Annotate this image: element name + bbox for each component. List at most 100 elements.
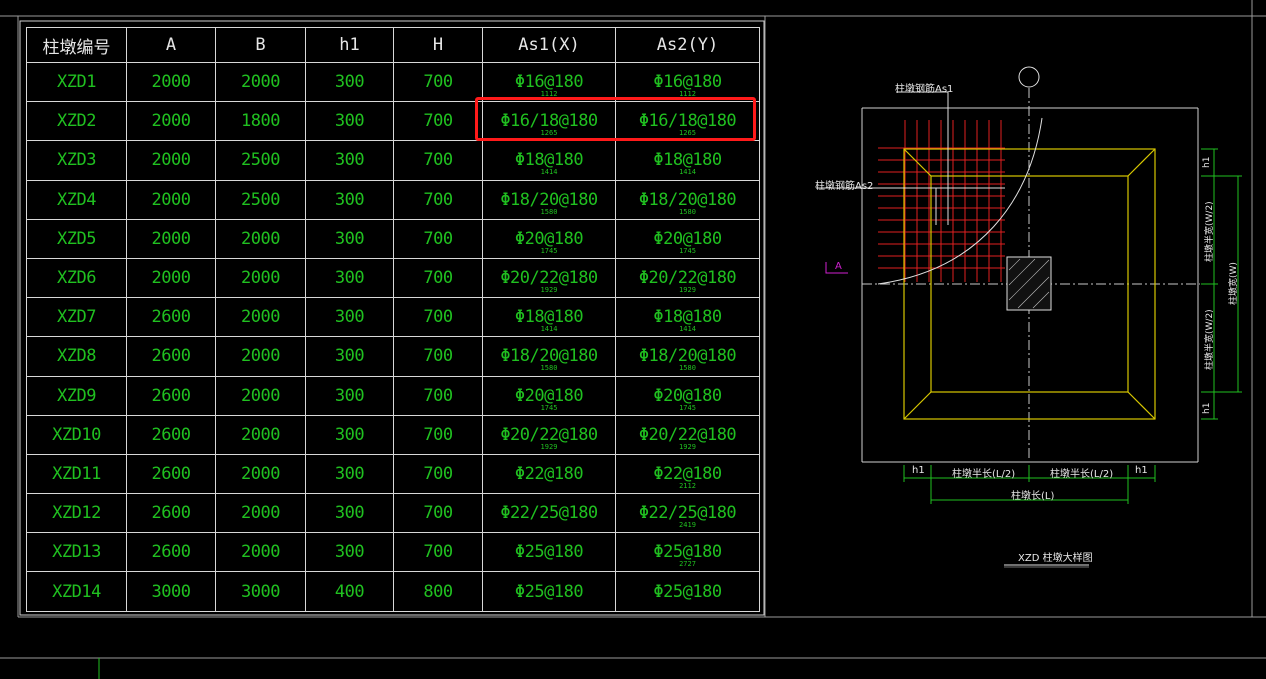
rebar-area-subscript: 1745 (540, 403, 558, 412)
cell-h1: 300 (305, 140, 394, 181)
cell-as1: Φ25@180 (482, 532, 616, 573)
cell-as1: Φ22/25@180 (482, 493, 616, 534)
cell-b: 2000 (215, 453, 306, 495)
rebar-area-subscript: 1745 (679, 403, 696, 412)
dim-h1-top: h1 (1202, 156, 1212, 168)
rebar-spec-text: Φ20@180 (653, 228, 722, 249)
cell-b: 2000 (215, 414, 306, 455)
column-section (1006, 256, 1052, 311)
cell-a: 2600 (126, 453, 216, 495)
cell-id: XZD5 (26, 218, 127, 259)
rebar-spec-text: Φ25@180 (514, 581, 584, 602)
rebar-spec: Φ22@180 (515, 465, 584, 483)
cell-a: 2600 (126, 414, 216, 455)
cell-a: 2600 (126, 375, 216, 416)
rebar-area-subscript: 1580 (679, 364, 696, 373)
cell-a: 2000 (126, 257, 216, 299)
rebar-spec-text: Φ22@180 (653, 463, 722, 484)
rebar-area-subscript: 1580 (679, 207, 696, 216)
cell-h: 700 (393, 140, 483, 181)
cell-id: XZD7 (26, 297, 127, 338)
rebar-area-subscript: 1929 (679, 442, 696, 451)
cell-h1: 300 (305, 532, 394, 573)
rebar-area-subscript: 2112 (679, 481, 696, 490)
cell-a: 2000 (126, 218, 216, 259)
dim-half-width-bottom: 柱墩半宽(W/2) (1205, 309, 1215, 370)
cell-b: 2000 (215, 218, 306, 259)
rebar-spec-text: Φ20@180 (653, 385, 722, 406)
cell-b: 2000 (215, 336, 306, 377)
rebar-area-subscript: 2727 (679, 560, 696, 569)
rebar-area-subscript: 1580 (540, 207, 558, 216)
cell-h: 700 (393, 179, 483, 220)
cell-b: 2000 (215, 375, 306, 416)
rebar-area-subscript: 2419 (679, 521, 696, 530)
cell-b: 3000 (215, 571, 306, 612)
col-header-a: A (126, 27, 216, 63)
rebar-area-subscript: 1745 (540, 246, 558, 255)
dim-total-width: 柱墩宽(W) (1229, 262, 1239, 305)
rebar-area-subscript: 1929 (540, 286, 558, 295)
rebar-spec-text: Φ22/25@180 (638, 503, 737, 524)
cell-a: 2000 (126, 140, 216, 181)
cell-h: 700 (393, 453, 483, 495)
cell-b: 2000 (215, 257, 306, 299)
dim-total-length: 柱墩长(L) (1011, 491, 1055, 502)
rebar-area-subscript: 1265 (679, 129, 696, 138)
rebar-spec: Φ25@180 (515, 544, 584, 561)
rebar-area-subscript: 1265 (540, 129, 558, 138)
cell-a: 2000 (126, 61, 216, 103)
rebar-spec-text: Φ20@180 (514, 228, 584, 249)
rebar-spec-text: Φ18/20@180 (638, 189, 737, 210)
cell-h1: 300 (305, 336, 394, 377)
cell-h: 700 (393, 532, 483, 573)
rebar-spec-text: Φ16/18@180 (500, 111, 598, 132)
rebar-area-subscript: 1929 (540, 442, 558, 451)
col-header-h1: h1 (305, 27, 394, 63)
rebar-spec-text: Φ16/18@180 (638, 111, 737, 132)
cell-h: 700 (393, 375, 483, 416)
col-header-as1: As1(X) (482, 27, 616, 63)
cell-as2: Φ25@180 (615, 571, 760, 612)
cell-id: XZD14 (26, 571, 127, 612)
rebar-spec-text: Φ16@180 (653, 72, 722, 93)
cell-b: 1800 (215, 101, 306, 142)
dim-h1-left: h1 (912, 465, 925, 476)
col-header-as2: As2(Y) (615, 27, 760, 63)
cell-b: 2000 (215, 61, 306, 103)
cell-h: 800 (393, 571, 483, 612)
cell-id: XZD11 (26, 453, 127, 495)
cell-id: XZD12 (26, 493, 127, 534)
col-header-b: B (215, 27, 306, 63)
cell-a: 2600 (126, 532, 216, 573)
